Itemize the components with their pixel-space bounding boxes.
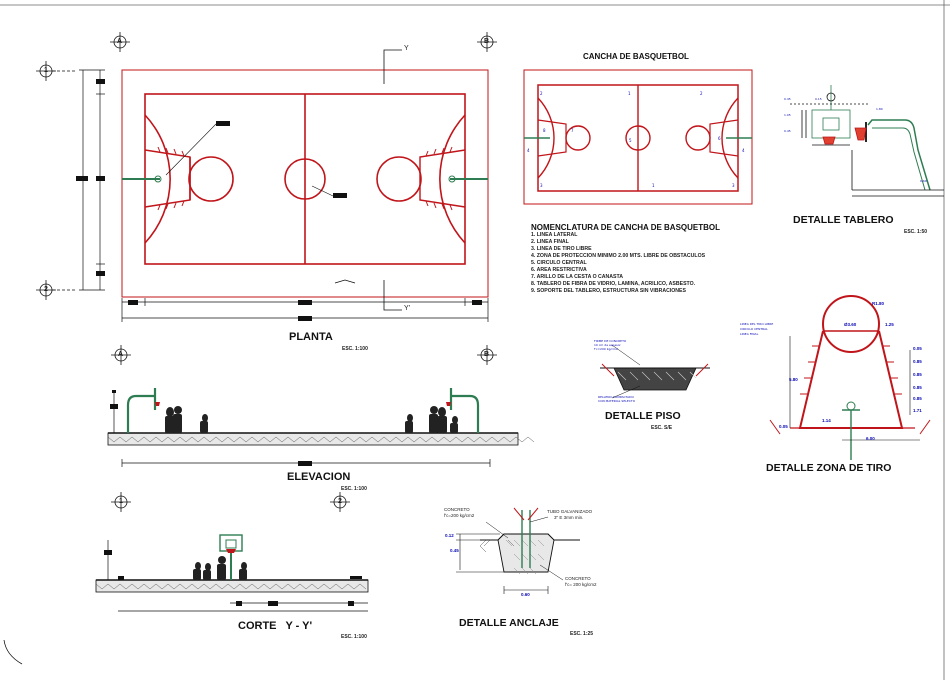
svg-text:8: 8	[543, 128, 546, 133]
zona-tiro-tick: 0.85	[913, 396, 922, 401]
anclaje-tubo-spec: 3" E 3mm min.	[554, 515, 584, 520]
nomenclatura-item: 6. AREA RESTRICTIVA	[531, 267, 587, 273]
axis-label-b-elev: B	[484, 351, 490, 358]
svg-text:6: 6	[718, 136, 721, 141]
zona-tiro-d171: 1.71	[913, 408, 922, 413]
anclaje-concreto-top: CONCRETO	[444, 507, 470, 512]
svg-text:4: 4	[527, 148, 530, 153]
svg-text:2: 2	[540, 91, 543, 96]
tablero-title: DETALLE TABLERO	[793, 214, 894, 226]
svg-text:CIRCULO CENTRAL: CIRCULO CENTRAL	[740, 327, 768, 331]
tablero-scale: ESC. 1:50	[904, 229, 928, 235]
planta-scale: ESC. 1:100	[342, 346, 368, 352]
nomenclatura-title: NOMENCLATURA DE CANCHA DE BASQUETBOL	[531, 223, 721, 232]
corte-drawing	[95, 534, 369, 612]
zona-tiro-tick: 0.85	[913, 359, 922, 364]
svg-text:10 cm de espesor: 10 cm de espesor	[594, 343, 622, 347]
nomenclatura-legend: NOMENCLATURA DE CANCHA DE BASQUETBOL 1. …	[531, 223, 720, 295]
zona-tiro-tick: 0.85	[913, 385, 922, 390]
nomenclatura-item: 9. SOPORTE DEL TABLERO, ESTRUCTURA SIN V…	[531, 288, 686, 294]
piso-scale: ESC. S/E	[651, 425, 673, 431]
svg-text:3: 3	[732, 183, 735, 188]
zona-tiro-d600: 6.00	[866, 436, 875, 441]
svg-text:CON MATERIAL SELECTO: CON MATERIAL SELECTO	[598, 399, 636, 403]
piso-title: DETALLE PISO	[605, 410, 681, 422]
axis-markers-plan	[36, 32, 497, 300]
anclaje-concreto-bottom: CONCRETO	[565, 576, 591, 581]
svg-text:FIRME DE CONCRETO: FIRME DE CONCRETO	[594, 339, 627, 343]
anclaje-scale: ESC. 1:25	[570, 631, 594, 637]
anclaje-concreto-bottom-spec: f'c= 200 kg/cm2	[565, 582, 597, 587]
svg-text:f'c=200 kg/cm2: f'c=200 kg/cm2	[594, 347, 618, 351]
axis-label-1-corte: 1	[119, 498, 123, 505]
axis-markers-corte	[111, 492, 350, 512]
cancha-title: CANCHA DE BASQUETBOL	[583, 52, 689, 61]
detalle-tablero-drawing: 0.45 1.05 0.45 0.15 1.80 0.60	[784, 85, 944, 197]
axis-label-1: 1	[44, 67, 48, 74]
svg-text:0.60: 0.60	[920, 179, 927, 183]
svg-text:1.80: 1.80	[876, 107, 883, 111]
axis-label-2: 2	[44, 286, 48, 293]
svg-text:5: 5	[629, 138, 632, 143]
anclaje-concreto-top-spec: f'c=200 kg/cm2	[444, 513, 475, 518]
zona-tiro-tick: 0.85	[913, 372, 922, 377]
detalle-zona-tiro-drawing: LINEA DEL TIRO LIBRE CIRCULO CENTRAL LIN…	[740, 295, 931, 460]
svg-text:0.15: 0.15	[815, 97, 822, 101]
anclaje-dim-012: 0.12	[445, 533, 454, 538]
anclaje-dim-060: 0.60	[521, 592, 530, 597]
svg-text:7: 7	[571, 128, 574, 133]
nomenclatura-item: 4. ZONA DE PROTECCION MINIMO 2.00 MTS. L…	[531, 253, 706, 259]
planta-title: PLANTA	[289, 331, 333, 343]
elevacion-scale: ESC. 1:100	[341, 486, 367, 492]
nomenclatura-item: 2. LINEA FINAL	[531, 239, 569, 245]
nomenclatura-item: 1. LINEA LATERAL	[531, 232, 578, 238]
nomenclatura-item: 5. CIRCULO CENTRAL	[531, 260, 587, 266]
nomenclatura-item: 3. LINEA DE TIRO LIBRE	[531, 246, 592, 252]
svg-text:0.45: 0.45	[784, 129, 791, 133]
nomenclatura-items: 1. LINEA LATERAL 2. LINEA FINAL 3. LINEA…	[531, 232, 720, 295]
nomenclatura-item: 8. TABLERO DE FIBRA DE VIDRIO, LAMINA, A…	[531, 281, 696, 287]
svg-text:3: 3	[540, 183, 543, 188]
elevacion-drawing	[107, 388, 535, 467]
svg-text:1: 1	[652, 183, 655, 188]
zona-tiro-d360: Ø3.60	[844, 322, 857, 327]
corte-title: CORTE Y - Y'	[238, 620, 313, 632]
elevacion-title: ELEVACION	[287, 471, 351, 483]
axis-markers-elevation	[111, 345, 497, 365]
cancha-reference-court: 2 1 2 4 8 7 5 6 4 3 1 3	[523, 69, 753, 205]
corte-scale: ESC. 1:100	[341, 634, 367, 640]
axis-label-a-elev: A	[118, 351, 124, 358]
anclaje-tubo: TUBO GALVANIZADO	[547, 509, 593, 514]
svg-text:LINEA DEL TIRO LIBRE: LINEA DEL TIRO LIBRE	[740, 322, 773, 326]
nomenclatura-item: 7. ARILLO DE LA CESTA O CANASTA	[531, 274, 624, 280]
zona-tiro-r180: R1.80	[872, 301, 885, 306]
axis-label-y: Y	[404, 45, 409, 52]
axis-label-y-prime: Y'	[404, 305, 411, 312]
svg-text:1: 1	[628, 91, 631, 96]
axis-label-b: B	[484, 38, 490, 45]
zona-tiro-d580: 5.80	[789, 377, 798, 382]
svg-text:1.05: 1.05	[784, 113, 791, 117]
svg-text:RELLENO COMPACTADO: RELLENO COMPACTADO	[598, 395, 634, 399]
zona-tiro-title: DETALLE ZONA DE TIRO	[766, 462, 892, 474]
axis-label-a: A	[117, 38, 123, 45]
zona-tiro-d005: 0.05	[779, 424, 788, 429]
detalle-anclaje-drawing	[456, 507, 580, 594]
zona-tiro-tick: 0.05	[913, 346, 922, 351]
svg-text:4: 4	[742, 148, 745, 153]
svg-text:0.45: 0.45	[784, 97, 791, 101]
svg-text:2: 2	[700, 91, 703, 96]
planta-court-plan	[76, 49, 489, 322]
zona-tiro-d114: 1.14	[822, 418, 831, 423]
detalle-piso-drawing: FIRME DE CONCRETO 10 cm de espesor f'c=2…	[594, 339, 710, 403]
anclaje-title: DETALLE ANCLAJE	[459, 617, 559, 629]
anclaje-dim-045: 0.45	[450, 548, 459, 553]
svg-text:LINEA FINAL: LINEA FINAL	[740, 332, 759, 336]
zona-tiro-d125: 1.25	[885, 322, 894, 327]
axis-label-2-corte: 2	[338, 498, 342, 505]
